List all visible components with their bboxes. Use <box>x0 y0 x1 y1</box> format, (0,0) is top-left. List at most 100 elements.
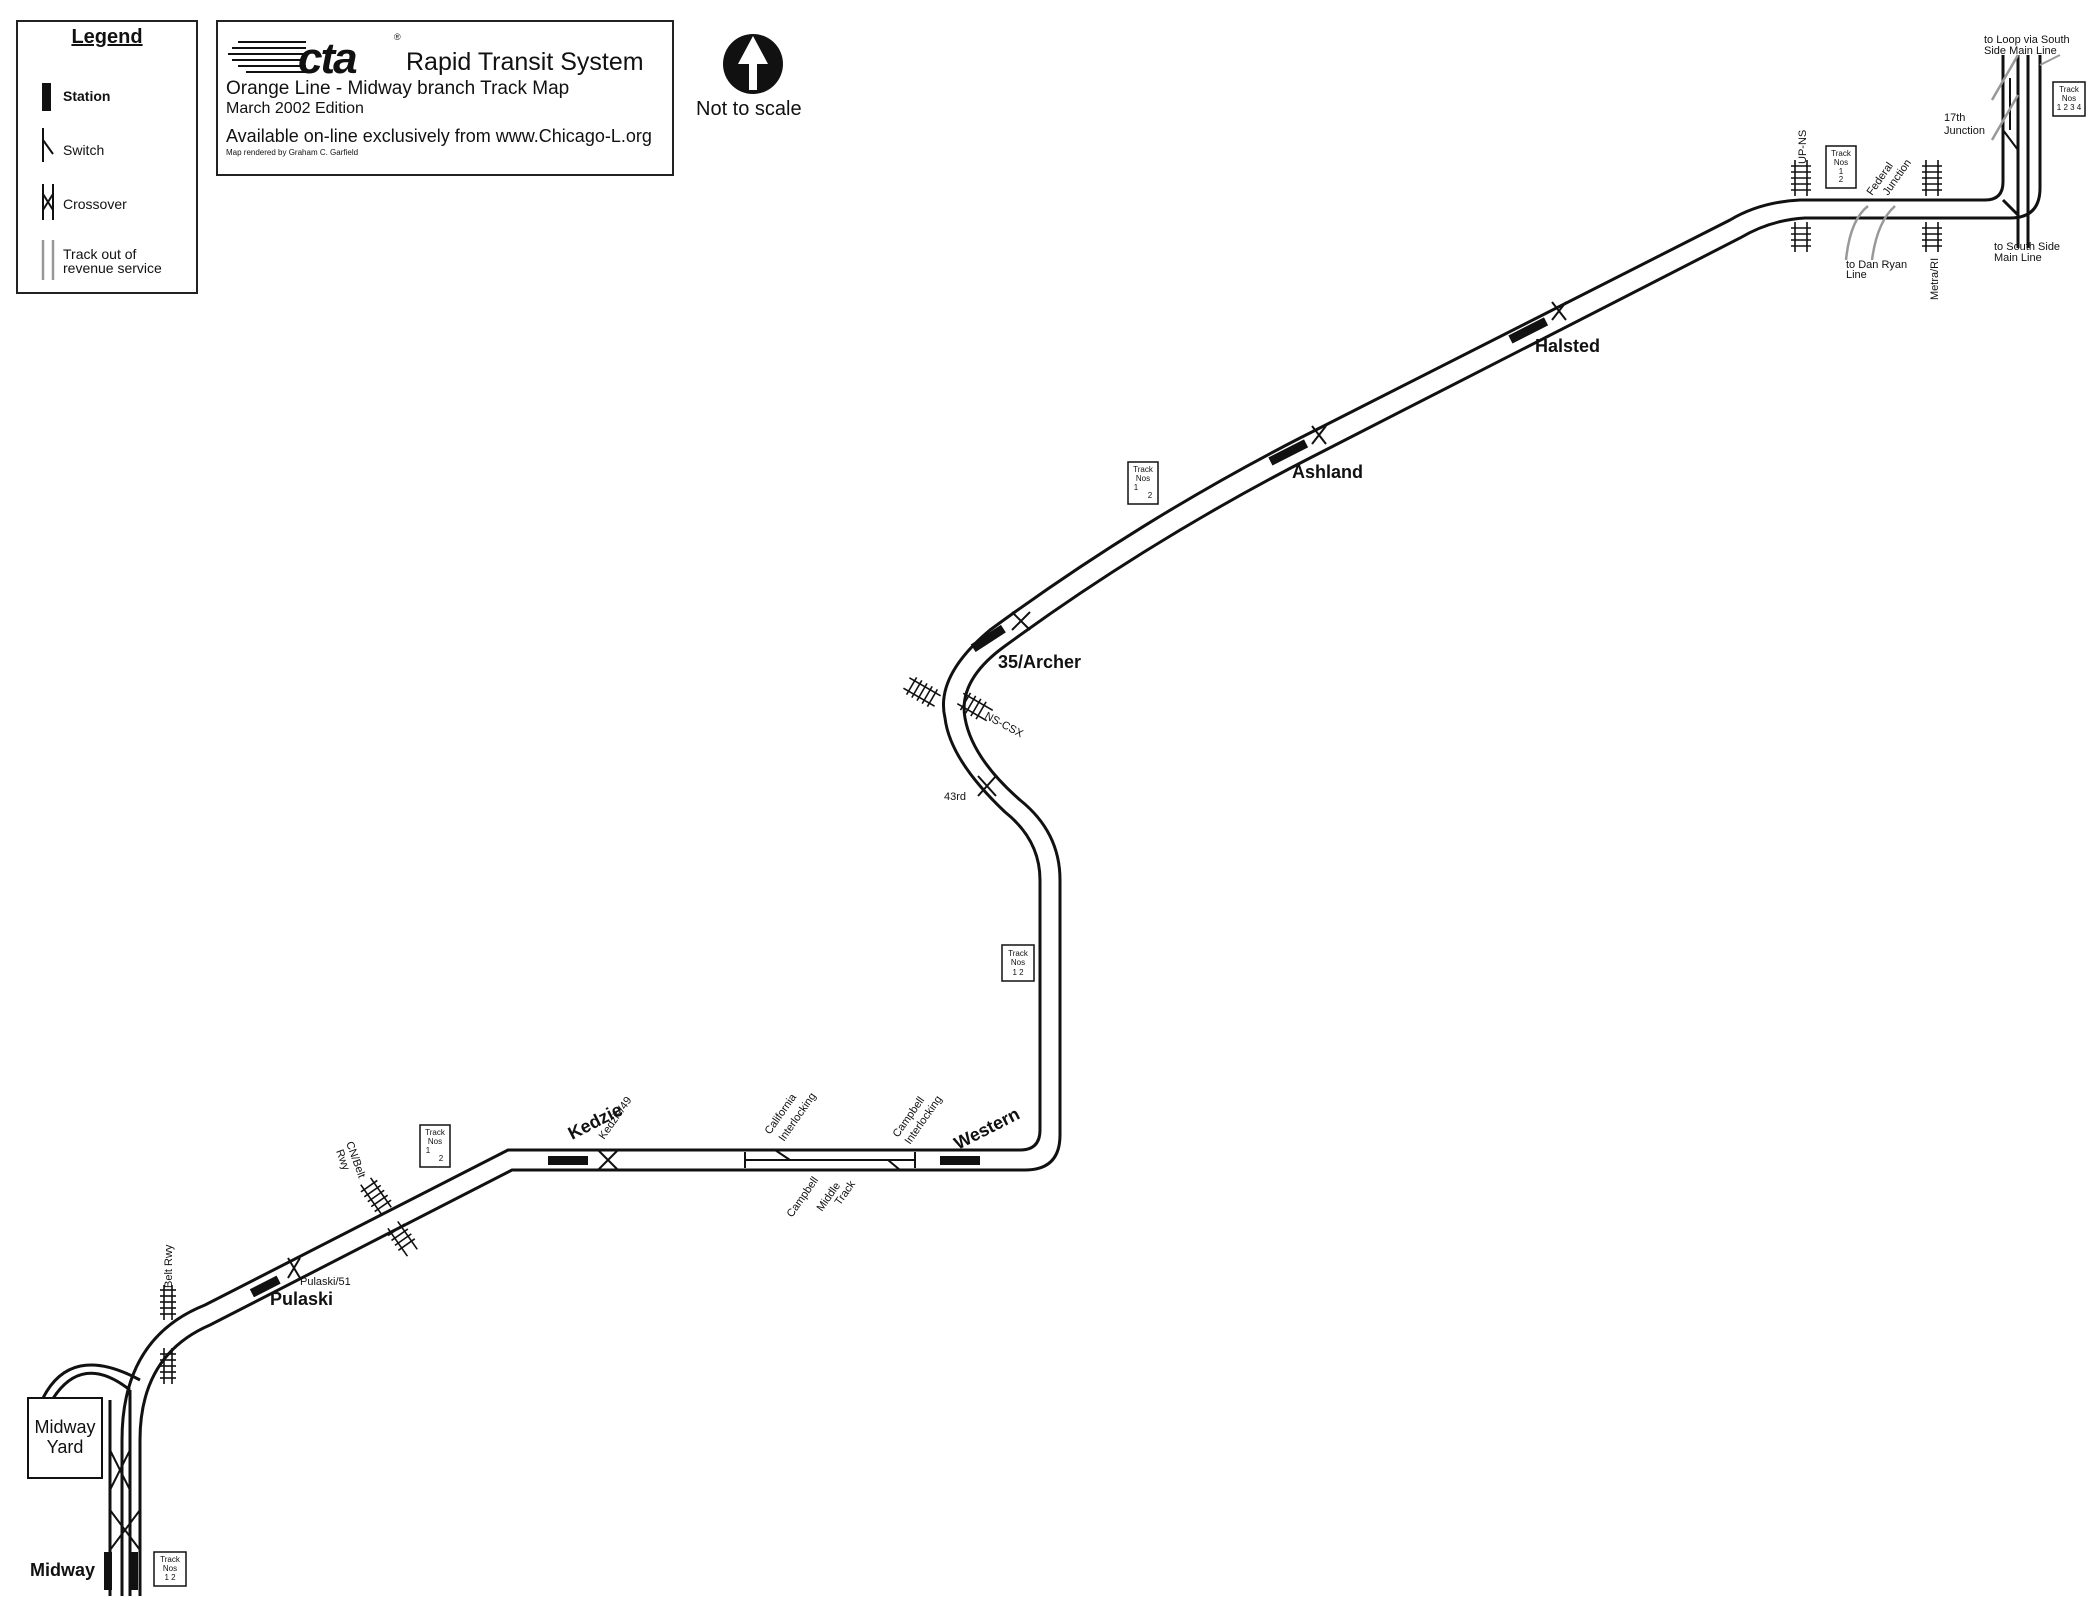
tn-archer-h2: Nos <box>1136 474 1150 483</box>
station-marker-halsted <box>1508 317 1549 344</box>
legend-switch-label: Switch <box>63 142 105 158</box>
tn-midway-h1: Track <box>160 1555 181 1564</box>
campbell-middle-track <box>744 1149 916 1171</box>
tn-western-h1: Track <box>1008 949 1029 958</box>
tn-kedzie-2: 2 <box>439 1154 444 1163</box>
yard-label-2: Yard <box>47 1437 84 1457</box>
legend-symbols <box>41 83 55 280</box>
station-marker-kedzie <box>548 1156 588 1165</box>
label-metra-ri: Metra/RI <box>1929 258 1941 300</box>
north-arrow <box>723 34 783 94</box>
tn-midway-h2: Nos <box>163 1564 177 1573</box>
availability-text: Available on-line exclusively from www.C… <box>226 126 652 146</box>
railroad-crossings <box>160 160 1942 1384</box>
label-campbell-mid-1: Campbell <box>785 1175 821 1220</box>
label-to-loop-1: to Loop via South <box>1984 34 2070 46</box>
station-marker-archer <box>970 624 1006 652</box>
tn-western-h2: Nos <box>1011 958 1025 967</box>
not-to-scale-label: Not to scale <box>696 98 802 120</box>
legend-switch-symbol-b <box>42 139 54 155</box>
title-block: cta ® Rapid Transit System Orange Line -… <box>216 20 674 176</box>
tn-federal-1: 1 <box>1839 167 1844 176</box>
rr-belt-lower <box>160 1348 176 1384</box>
station-name-western: Western <box>951 1104 1023 1154</box>
tn-archer-h1: Track <box>1133 465 1154 474</box>
tn-midway-nums: 1 2 <box>164 1573 176 1582</box>
rr-up-ns-upper <box>1791 160 1811 196</box>
legend-crossover-label: Crossover <box>63 196 127 212</box>
legend-station-symbol <box>42 83 51 111</box>
legend-track-out-label-2: revenue service <box>63 260 162 276</box>
station-marker-ashland <box>1268 439 1309 466</box>
label-43rd: 43rd <box>944 791 966 803</box>
midway-yard-box <box>27 1397 103 1479</box>
station-markers <box>104 317 1549 1590</box>
station-marker-western <box>940 1156 980 1165</box>
credit-text: Map rendered by Graham C. Garfield <box>226 148 359 157</box>
tn-federal-2: 2 <box>1839 175 1844 184</box>
edition-label: March 2002 Edition <box>226 100 364 117</box>
cta-logo: cta <box>298 34 358 83</box>
label-to-dan-ryan-2: Line <box>1846 269 1867 281</box>
station-name-midway: Midway <box>30 1560 95 1580</box>
legend: Legend Station Switch Crossover Track ou… <box>16 20 198 294</box>
tn-north-nums: 1 2 3 4 <box>2057 103 2082 112</box>
station-marker-midway-2 <box>130 1552 138 1590</box>
label-pulaski-51: Pulaski/51 <box>300 1276 351 1288</box>
tn-archer-1: 1 <box>1134 483 1139 492</box>
north-end-tracks <box>1844 54 2061 261</box>
tn-north-h1: Track <box>2059 85 2080 94</box>
rr-cn-belt-lower <box>387 1220 418 1257</box>
cta-logo-speedlines <box>228 41 306 73</box>
tn-western-nums: 1 2 <box>1012 968 1024 977</box>
cta-registered-mark: ® <box>394 32 401 42</box>
yard-crossovers <box>109 1449 141 1551</box>
rr-ns-csx-right <box>956 692 994 722</box>
station-name-pulaski: Pulaski <box>270 1289 333 1309</box>
label-to-loop-2: Side Main Line <box>1984 45 2057 57</box>
rr-cn-belt-upper <box>360 1177 392 1215</box>
label-17th-2: Junction <box>1944 125 1985 137</box>
label-to-south-1: to South Side <box>1994 241 2060 253</box>
label-belt-rwy: Belt Rwy <box>163 1244 175 1288</box>
label-ns-csx: NS-CSX <box>983 710 1026 740</box>
yard-label-1: Midway <box>34 1417 95 1437</box>
rr-up-ns-lower <box>1791 222 1811 252</box>
line-title: Orange Line - Midway branch Track Map <box>226 78 570 99</box>
tn-kedzie-h2: Nos <box>428 1137 442 1146</box>
track-nos-box-midway <box>153 1551 187 1587</box>
track-nos-box-kedzie <box>419 1124 451 1168</box>
station-marker-pulaski <box>249 1275 281 1298</box>
station-marker-midway-1 <box>104 1552 112 1590</box>
label-to-south-2: Main Line <box>1994 252 2042 264</box>
track-nos-box-western <box>1001 944 1035 982</box>
label-up-ns: UP-NS <box>1797 130 1809 164</box>
station-name-halsted: Halsted <box>1535 336 1600 356</box>
track-nos-box-north <box>2052 81 2086 117</box>
label-17th-1: 17th <box>1944 112 1965 124</box>
system-title: Rapid Transit System <box>406 48 644 76</box>
rr-ns-csx-left <box>903 676 941 708</box>
legend-station-label: Station <box>63 88 111 104</box>
tn-north-h2: Nos <box>2062 94 2076 103</box>
rr-metra-lower <box>1922 222 1942 252</box>
track-nos-box-archer <box>1127 461 1159 505</box>
rr-belt-upper <box>160 1285 176 1320</box>
tn-archer-2: 2 <box>1148 491 1153 500</box>
tn-kedzie-1: 1 <box>426 1146 431 1155</box>
legend-title: Legend <box>71 26 143 48</box>
track-nos-box-federal <box>1825 145 1857 189</box>
tn-kedzie-h1: Track <box>425 1128 446 1137</box>
tn-federal-h2: Nos <box>1834 158 1848 167</box>
track-nos-boxes <box>153 81 2086 1587</box>
station-name-archer: 35/Archer <box>998 652 1081 672</box>
main-crossovers <box>287 301 1567 1279</box>
label-to-dan-ryan-1: to Dan Ryan <box>1846 259 1907 271</box>
tn-federal-h1: Track <box>1831 149 1852 158</box>
main-track <box>120 55 2042 1596</box>
legend-track-out-label-1: Track out of <box>63 246 137 262</box>
station-name-ashland: Ashland <box>1292 462 1363 482</box>
legend-crossover-symbol-d <box>42 193 54 211</box>
rr-metra-upper <box>1922 160 1942 196</box>
